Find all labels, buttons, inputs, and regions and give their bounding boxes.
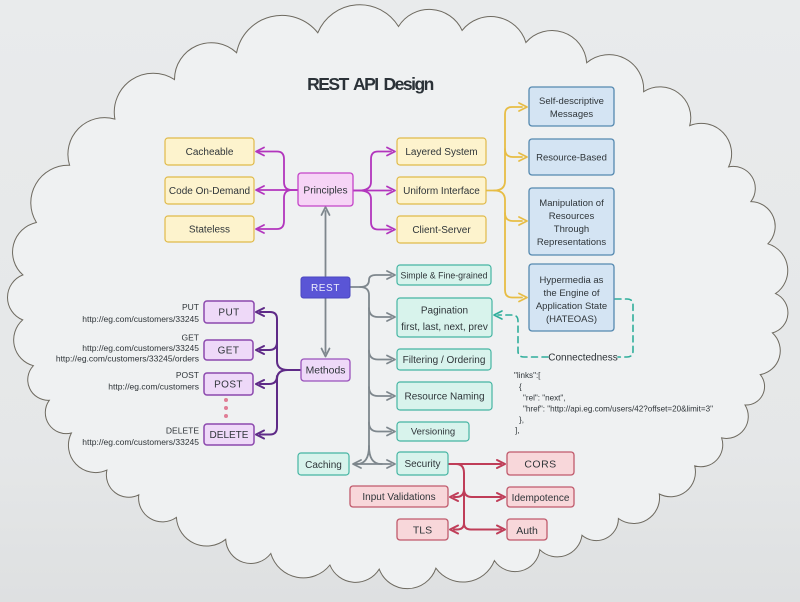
svg-text:TLS: TLS — [413, 525, 432, 537]
svg-text:Security: Security — [404, 459, 440, 470]
svg-text:Cacheable: Cacheable — [186, 147, 234, 158]
svg-text:{: { — [519, 383, 522, 392]
svg-text:REST API Design: REST API Design — [307, 74, 434, 94]
svg-text:},: }, — [519, 416, 524, 425]
svg-text:Methods: Methods — [306, 366, 346, 377]
svg-text:],: ], — [515, 426, 520, 435]
svg-text:Simple & Fine-grained: Simple & Fine-grained — [400, 271, 487, 281]
svg-text:Resource-Based: Resource-Based — [536, 153, 607, 164]
svg-text:Connectedness: Connectedness — [548, 353, 618, 364]
svg-text:Caching: Caching — [305, 460, 342, 471]
svg-text:"href": "http://api.eg.com/use: "href": "http://api.eg.com/users/42?offs… — [523, 405, 713, 414]
svg-text:GET: GET — [182, 333, 199, 343]
svg-text:Hypermedia as: Hypermedia as — [540, 275, 604, 286]
svg-text:Filtering / Ordering: Filtering / Ordering — [403, 355, 486, 366]
svg-text:POST: POST — [176, 370, 199, 380]
svg-text:Pagination: Pagination — [421, 306, 468, 317]
svg-text:Resources: Resources — [549, 211, 595, 222]
svg-text:POST: POST — [214, 380, 243, 391]
svg-text:CORS: CORS — [524, 459, 556, 471]
svg-text:first, last, next, prev: first, last, next, prev — [401, 322, 488, 333]
svg-text:Stateless: Stateless — [189, 225, 230, 236]
svg-text:Representations: Representations — [537, 237, 606, 248]
svg-text:(HATEOAS): (HATEOAS) — [546, 314, 597, 325]
svg-text:Messages: Messages — [550, 109, 594, 120]
svg-text:Layered System: Layered System — [405, 147, 477, 158]
svg-text:http://eg.com/customers/33245: http://eg.com/customers/33245 — [82, 437, 199, 447]
svg-text:the Engine of: the Engine of — [544, 288, 600, 299]
svg-text:Code On-Demand: Code On-Demand — [169, 186, 250, 197]
svg-text:Client-Server: Client-Server — [412, 225, 471, 236]
svg-text:http://eg.com/customers/33245: http://eg.com/customers/33245 — [82, 343, 199, 353]
svg-text:PUT: PUT — [218, 308, 239, 319]
svg-text:DELETE: DELETE — [210, 430, 249, 441]
svg-text:Input Validations: Input Validations — [362, 492, 435, 503]
svg-text:REST: REST — [311, 283, 340, 294]
svg-text:Self-descriptive: Self-descriptive — [539, 96, 604, 107]
svg-text:GET: GET — [218, 346, 240, 357]
svg-text:Resource Naming: Resource Naming — [404, 392, 484, 403]
svg-text:http://eg.com/customers/33245: http://eg.com/customers/33245 — [82, 314, 199, 324]
svg-text:DELETE: DELETE — [166, 426, 199, 436]
svg-text:http://eg.com/customers/33245/: http://eg.com/customers/33245/orders — [56, 354, 199, 364]
svg-text:PUT: PUT — [182, 302, 199, 312]
svg-text:Idempotence: Idempotence — [512, 493, 570, 504]
svg-text:Manipulation of: Manipulation of — [539, 198, 604, 209]
svg-text:Application State: Application State — [536, 301, 607, 312]
svg-text:Auth: Auth — [516, 525, 538, 537]
svg-text:Uniform Interface: Uniform Interface — [403, 186, 480, 197]
svg-text:Versioning: Versioning — [411, 427, 455, 438]
svg-text:http://eg.com/customers: http://eg.com/customers — [108, 382, 199, 392]
svg-text:Through: Through — [554, 224, 589, 235]
svg-text:"links":[: "links":[ — [514, 371, 541, 380]
svg-text:"rel": "next",: "rel": "next", — [523, 394, 566, 403]
svg-text:Principles: Principles — [303, 186, 347, 197]
